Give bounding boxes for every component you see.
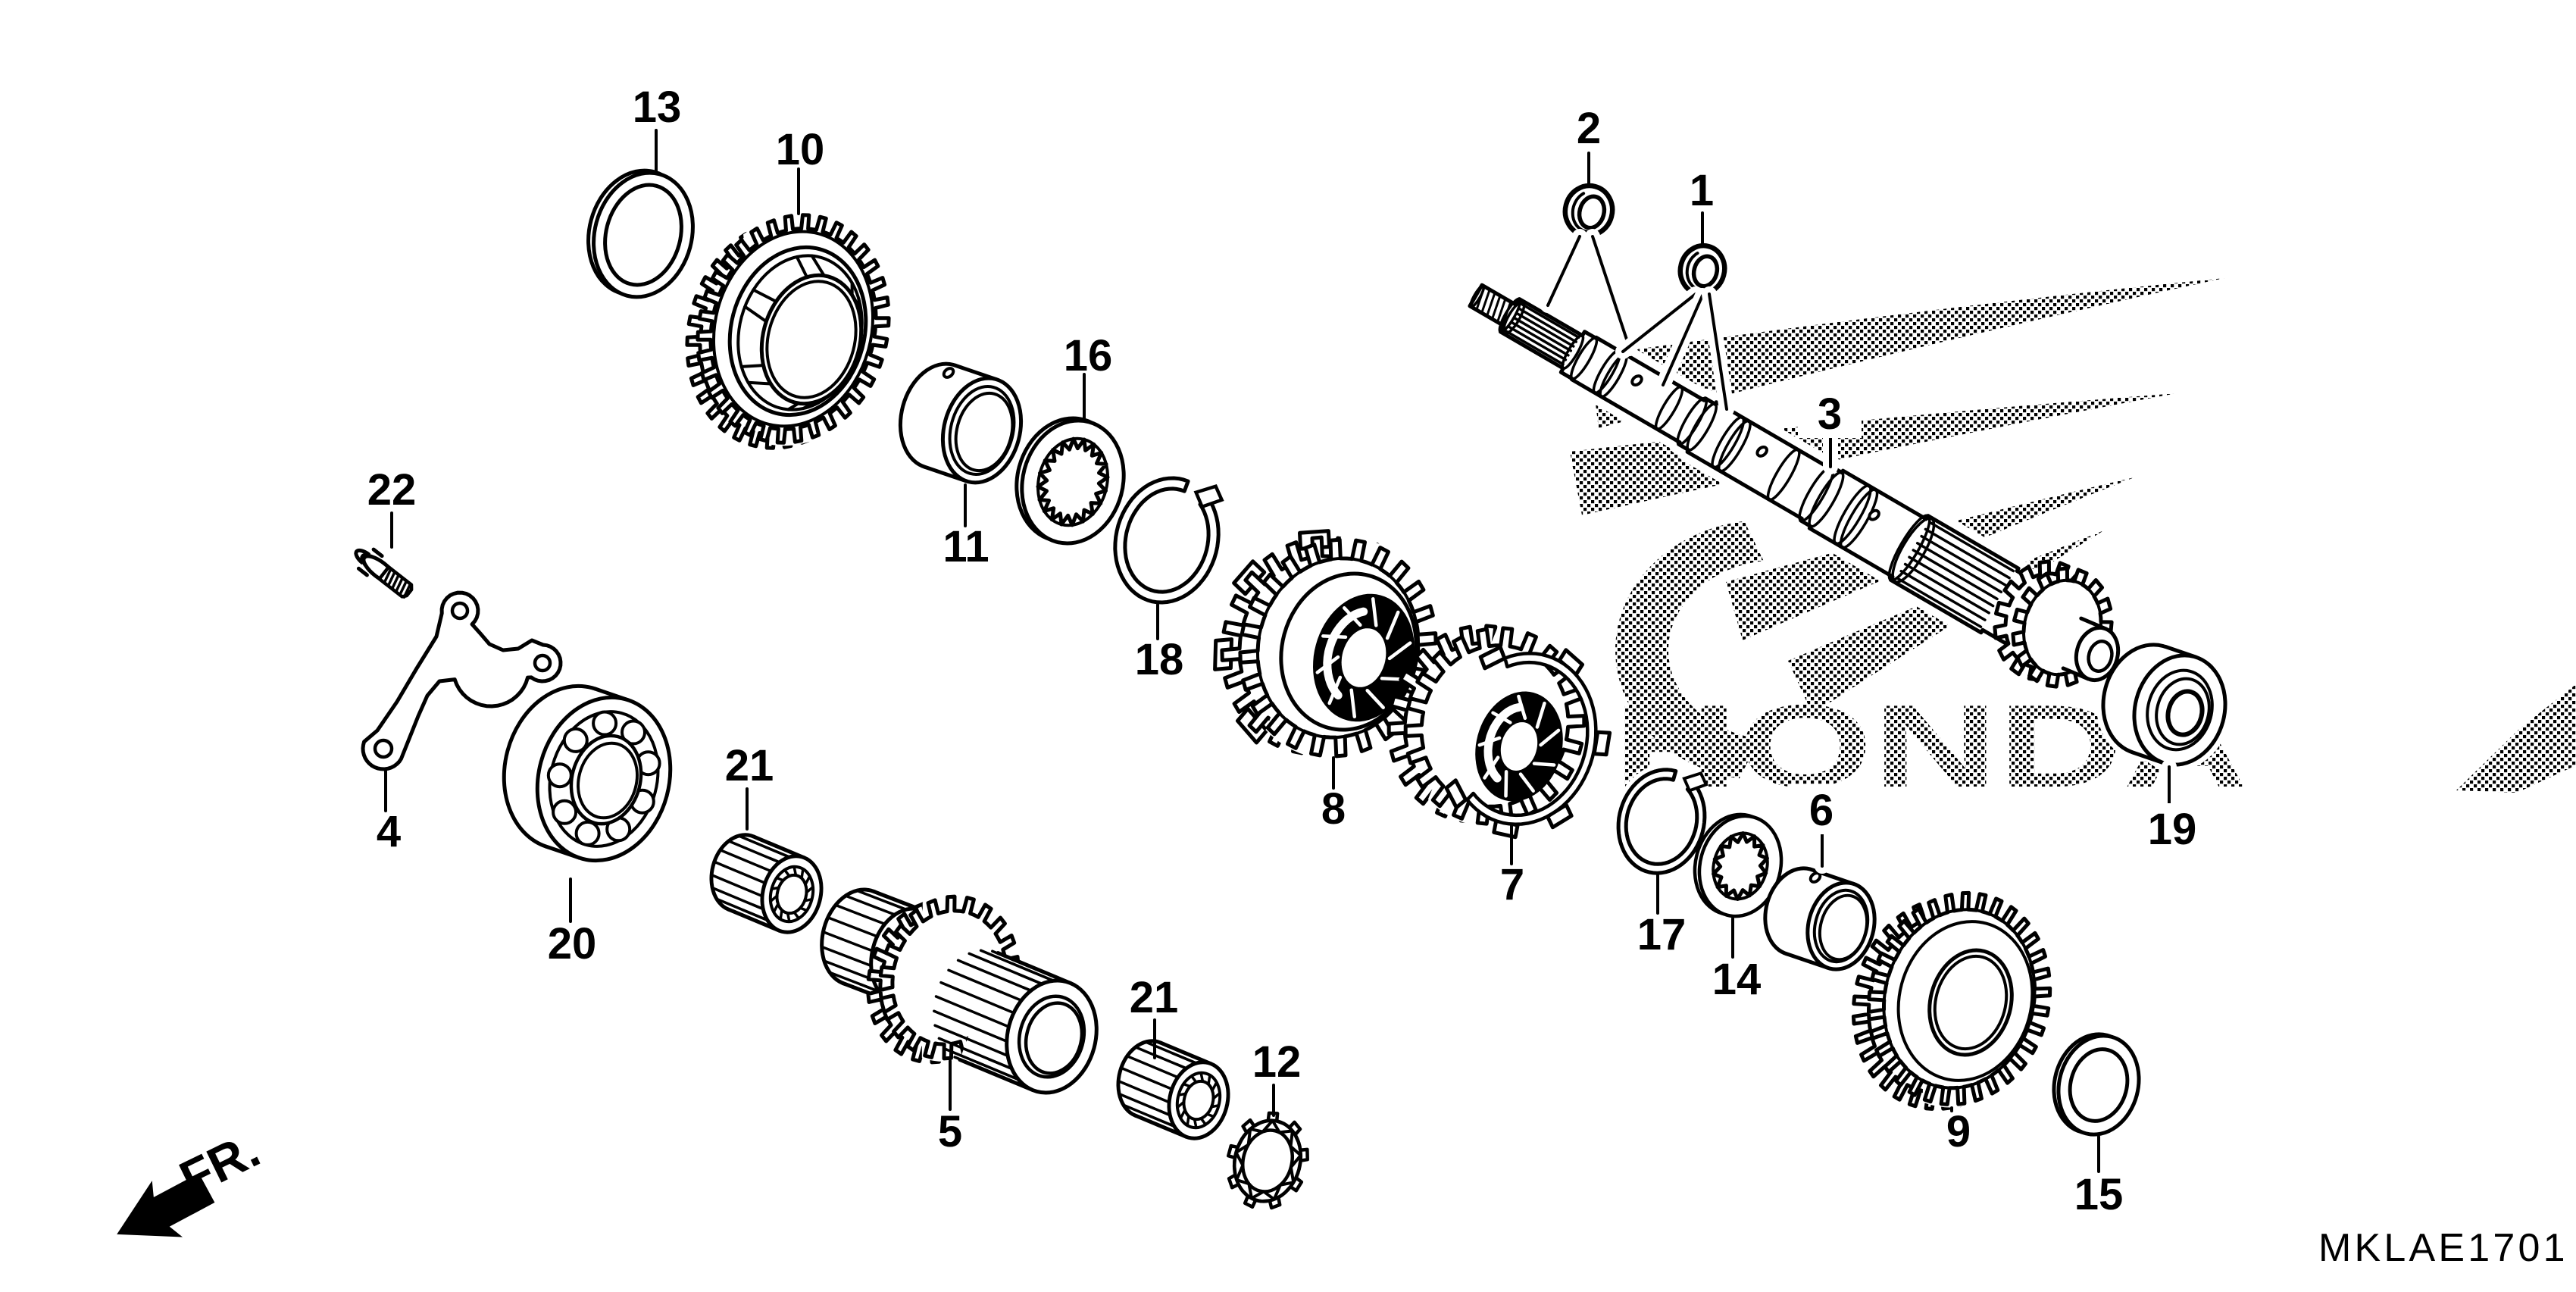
svg-text:12: 12	[1252, 1037, 1302, 1087]
svg-text:5: 5	[938, 1107, 962, 1156]
svg-text:7: 7	[1500, 860, 1524, 909]
svg-text:15: 15	[2074, 1170, 2124, 1219]
svg-text:22: 22	[367, 465, 417, 515]
svg-text:19: 19	[2148, 805, 2197, 854]
svg-text:11: 11	[943, 522, 989, 571]
svg-text:13: 13	[633, 83, 682, 132]
svg-text:9: 9	[1946, 1107, 1971, 1156]
svg-text:3: 3	[1818, 389, 1842, 439]
svg-text:10: 10	[776, 125, 825, 174]
svg-text:16: 16	[1064, 331, 1113, 380]
svg-text:17: 17	[1637, 910, 1687, 959]
svg-text:1: 1	[1690, 166, 1714, 215]
svg-text:8: 8	[1321, 784, 1346, 834]
svg-text:21: 21	[725, 741, 774, 790]
svg-text:14: 14	[1712, 955, 1762, 1004]
svg-text:MKLAE1701: MKLAE1701	[2318, 1226, 2568, 1270]
svg-text:21: 21	[1130, 973, 1179, 1022]
svg-text:20: 20	[548, 919, 597, 968]
svg-text:4: 4	[377, 807, 401, 856]
svg-text:18: 18	[1135, 635, 1184, 684]
svg-text:6: 6	[1809, 786, 1834, 835]
svg-text:2: 2	[1577, 104, 1601, 153]
